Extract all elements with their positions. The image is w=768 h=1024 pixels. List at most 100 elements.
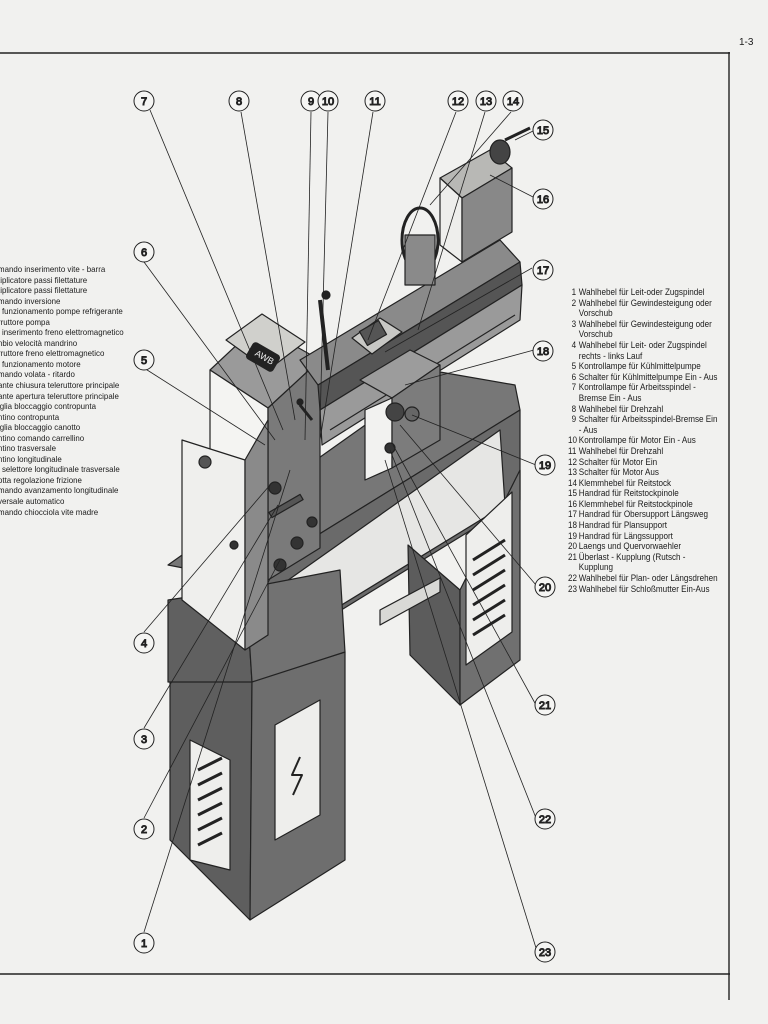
callout-label: 12 (452, 96, 464, 108)
legend-de-text: Kontrollampe für Motor Ein - Aus (578, 435, 696, 446)
callout-label: 16 (537, 194, 549, 206)
legend-de-text: Klemmhebel für Reitstockpinole (578, 498, 693, 509)
callout-label: 2 (141, 824, 147, 836)
legend-it-item: ntino contropunta (0, 411, 60, 422)
legend-de-number: 4 (571, 339, 577, 350)
legend-de-number: 20 (568, 541, 578, 552)
callout-15: 15 (532, 119, 554, 141)
legend-de-number: 22 (568, 573, 578, 584)
callout-label: 11 (369, 96, 380, 108)
callout-9: 9 (300, 90, 322, 112)
callout-19: 19 (534, 454, 556, 476)
legend-de-text: Wahlhebel für Gewindesteigung oder Vorsc… (578, 318, 712, 340)
legend-it-item: rruttore freno elettromagnetico (0, 348, 105, 359)
callout-11: 11 (364, 90, 386, 112)
callout-label: 21 (539, 700, 551, 712)
legend-de-text: Handrad für Reitstockpinole (578, 488, 679, 499)
legend-it-item: ante apertura teleruttore principale (0, 390, 119, 401)
legend-it-item: ntino comando carrellino (0, 432, 85, 443)
legend-de-number: 18 (568, 520, 578, 531)
callout-5: 5 (133, 349, 155, 371)
callout-17: 17 (532, 259, 554, 281)
legend-de-number: 17 (568, 509, 578, 520)
lathe-machine-illustration (167, 126, 531, 921)
callout-label: 10 (322, 96, 334, 108)
callout-12: 12 (447, 90, 469, 112)
legend-it-item: i funzionamento pompe refrigerante (0, 306, 123, 317)
callout-label: 17 (537, 265, 549, 277)
callout-3: 3 (133, 728, 155, 750)
callout-21: 21 (534, 694, 556, 716)
callout-label: 13 (480, 96, 492, 108)
callout-label: 18 (537, 346, 549, 358)
callout-label: 7 (141, 96, 147, 108)
legend-de-number: 21 (568, 551, 578, 562)
legend-it-item: iglia bloccaggio canotto (0, 422, 81, 433)
legend-de-text: Wahlhebel für Schloßmutter Ein-Aus (578, 583, 710, 594)
callout-10: 10 (317, 90, 339, 112)
callout-1: 1 (133, 932, 155, 954)
page-frame (0, 52, 730, 1000)
legend-it-item: tiplicatore passi filettature (0, 274, 88, 285)
legend-it-item: iglia bloccaggio contropunta (0, 401, 97, 412)
callout-label: 9 (308, 96, 314, 108)
legend-de-text: Schalter für Arbeitsspindel-Bremse Ein -… (578, 414, 718, 435)
legend-it-item: mando chiocciola vite madre (0, 506, 99, 517)
legend-de-text: Laengs und Quervorwaehler (578, 541, 682, 552)
legend-de-text: Schalter für Motor Aus (578, 467, 659, 478)
legend-de-number: 3 (571, 318, 577, 329)
legend-it-item: mando inserimento vite - barra (0, 264, 106, 274)
callout-label: 20 (539, 582, 551, 594)
legend-de-text: Kontrollampe für Arbeitsspindel - Bremse… (578, 382, 696, 403)
page-number: 1-3 (739, 37, 754, 48)
legend-de-number: 13 (568, 467, 578, 478)
callout-23: 23 (534, 941, 556, 963)
callout-22: 22 (534, 808, 556, 830)
callout-8: 8 (228, 90, 250, 112)
callout-label: 3 (141, 734, 147, 746)
legend-de-text: Wahlhebel für Gewindesteigung oder Vorsc… (578, 297, 712, 319)
legend-it-item: i inserimento freno elettromagnetico (0, 327, 124, 338)
legend-de-number: 9 (571, 414, 577, 425)
legend-it-item: tiplicatore passi filettature (0, 285, 88, 296)
callout-label: 22 (539, 814, 551, 826)
callout-label: 4 (141, 638, 147, 650)
callout-label: 1 (141, 938, 147, 950)
callout-4: 4 (133, 632, 155, 654)
legend-it-item: mando inversione (0, 295, 61, 306)
legend-it-item: mando avanzamento longitudinale (0, 485, 119, 496)
legend-de-number: 6 (571, 371, 577, 382)
legend-de-text: Schalter für Kühlmittelpumpe Ein - Aus (578, 371, 718, 382)
legend-de-text: Wahlhebel für Leit- oder Zugspindel rech… (578, 339, 707, 361)
callout-6: 6 (133, 241, 155, 263)
legend-de-number: 14 (568, 477, 578, 488)
legend-de-text: Wahlhebel für Plan- oder Längsdrehen (578, 573, 718, 584)
legend-de-number: 10 (568, 435, 578, 446)
callout-label: 19 (539, 460, 551, 472)
legend-de-text: Schalter für Motor Ein (578, 456, 658, 467)
callout-leader-lines (143, 109, 537, 949)
legend-de-text: Wahlhebel für Leit-oder Zugspindel (578, 287, 705, 297)
legend-it-item: otta regolazione frizione (0, 474, 82, 485)
callout-13: 13 (475, 90, 497, 112)
callout-label: 15 (537, 125, 549, 137)
legend-it-item: rruttore pompa (0, 316, 50, 327)
legend-it-item: i selettore longitudinale trasversale (0, 464, 120, 475)
